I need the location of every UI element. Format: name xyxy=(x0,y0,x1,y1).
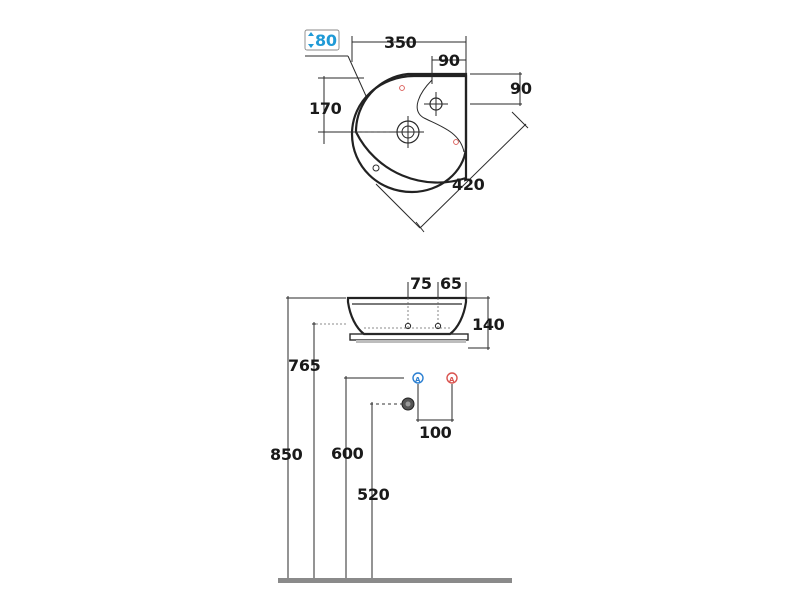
dim-diagonal: 420 xyxy=(452,175,485,194)
top-view: 350 90 80 90 170 420 xyxy=(304,29,532,233)
dim-waste-height: 520 xyxy=(357,485,390,504)
fixing-marker-2 xyxy=(453,139,459,145)
dim-tap-offset-y: 90 xyxy=(510,79,532,98)
tap-deck-curve xyxy=(416,79,465,153)
overflow-hole xyxy=(372,164,380,172)
hot-supply-marker: A xyxy=(446,372,458,384)
waste-outlet-icon xyxy=(401,397,415,411)
dim-supply-height: 600 xyxy=(331,444,364,463)
side-view: 75 65 140 850 765 600 520 A A xyxy=(270,274,512,583)
floor-line xyxy=(278,578,512,583)
cold-supply-marker: A xyxy=(412,372,424,384)
dim-tap-spacing-b: 65 xyxy=(440,274,462,293)
basin-outline xyxy=(350,74,468,194)
dim-tap-offset-x: 90 xyxy=(438,51,460,70)
dim-supply-spacing: 100 xyxy=(419,423,452,442)
svg-text:A: A xyxy=(449,376,455,384)
dim-drain-offset: 170 xyxy=(309,99,342,118)
svg-text:A: A xyxy=(415,376,421,384)
dim-rim-height: 850 xyxy=(270,445,303,464)
fixing-marker-1 xyxy=(399,85,405,91)
depth-label-box xyxy=(304,29,340,51)
dim-basin-bottom: 765 xyxy=(288,356,321,375)
dim-basin-height: 140 xyxy=(472,315,505,334)
dim-depth: 80 xyxy=(315,31,337,50)
dim-tap-spacing-a: 75 xyxy=(410,274,432,293)
dim-width-top: 350 xyxy=(384,33,417,52)
depth-arrow-icon xyxy=(308,32,314,48)
